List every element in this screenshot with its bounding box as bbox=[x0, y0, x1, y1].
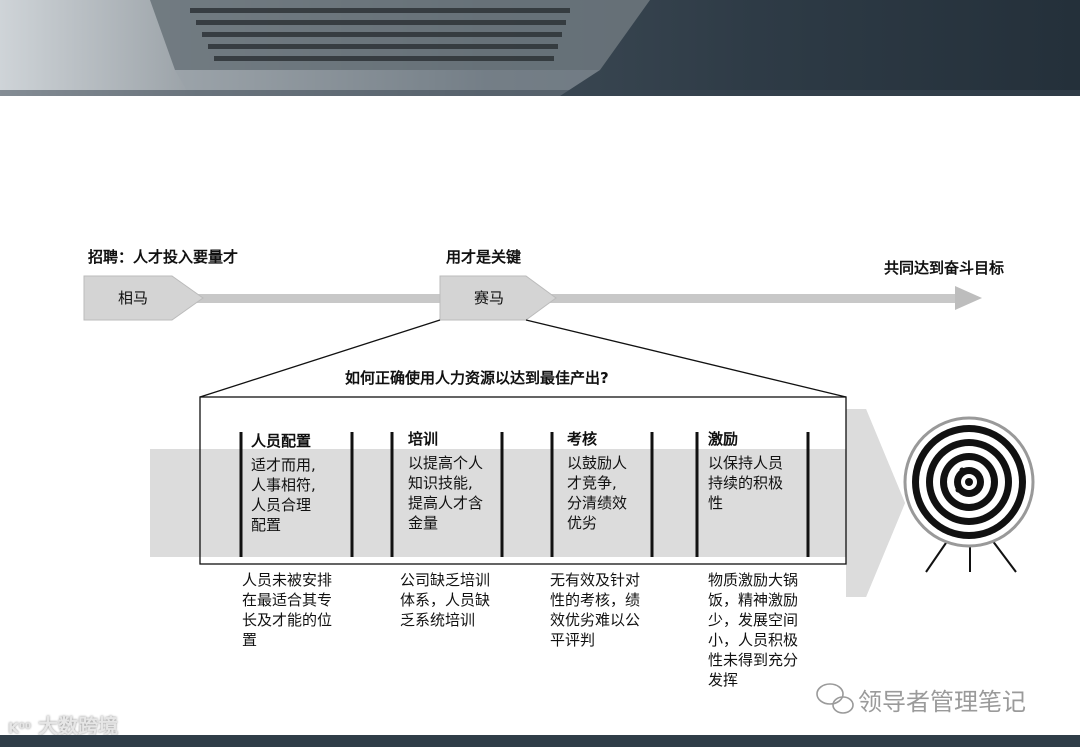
watermark-right: 领导者管理笔记 bbox=[858, 682, 1026, 717]
stage2-box-label: 赛马 bbox=[474, 287, 504, 308]
category-desc-training: 以提高个人 知识技能, 提高人才含 金量 bbox=[408, 453, 483, 533]
target-icon bbox=[905, 418, 1033, 572]
category-desc-staffing: 适才而用, 人事相符, 人员合理 配置 bbox=[251, 455, 316, 535]
category-desc-incentive: 以保持人员 持续的积极 性 bbox=[708, 453, 783, 513]
problem-training: 公司缺乏培训 体系，人员缺 乏系统培训 bbox=[400, 570, 490, 630]
problem-incentive: 物质激励大锅 饭，精神激励 少，发展空间 小，人员积极 性未得到充分 发挥 bbox=[708, 570, 798, 690]
category-title-appraisal: 考核 bbox=[567, 428, 597, 449]
category-title-training: 培训 bbox=[408, 428, 438, 449]
footer-bar bbox=[0, 735, 1080, 747]
stage1-top-label: 招聘：人才投入要量才 bbox=[88, 246, 238, 267]
goal-label: 共同达到奋斗目标 bbox=[884, 257, 1004, 278]
wechat-icon bbox=[817, 684, 853, 713]
question-text: 如何正确使用人力资源以达到最佳产出? bbox=[345, 367, 609, 388]
timeline-arrowhead bbox=[955, 286, 982, 310]
problem-staffing: 人员未被安排 在最适合其专 长及才能的位 置 bbox=[242, 570, 332, 650]
category-desc-appraisal: 以鼓励人 才竞争, 分清绩效 优劣 bbox=[567, 453, 627, 533]
problem-appraisal: 无有效及针对 性的考核，绩 效优劣难以公 平评判 bbox=[550, 570, 640, 650]
category-title-staffing: 人员配置 bbox=[251, 430, 311, 451]
stage1-box-label: 相马 bbox=[118, 287, 148, 308]
stage2-top-label: 用才是关键 bbox=[446, 246, 521, 267]
category-title-incentive: 激励 bbox=[708, 428, 738, 449]
